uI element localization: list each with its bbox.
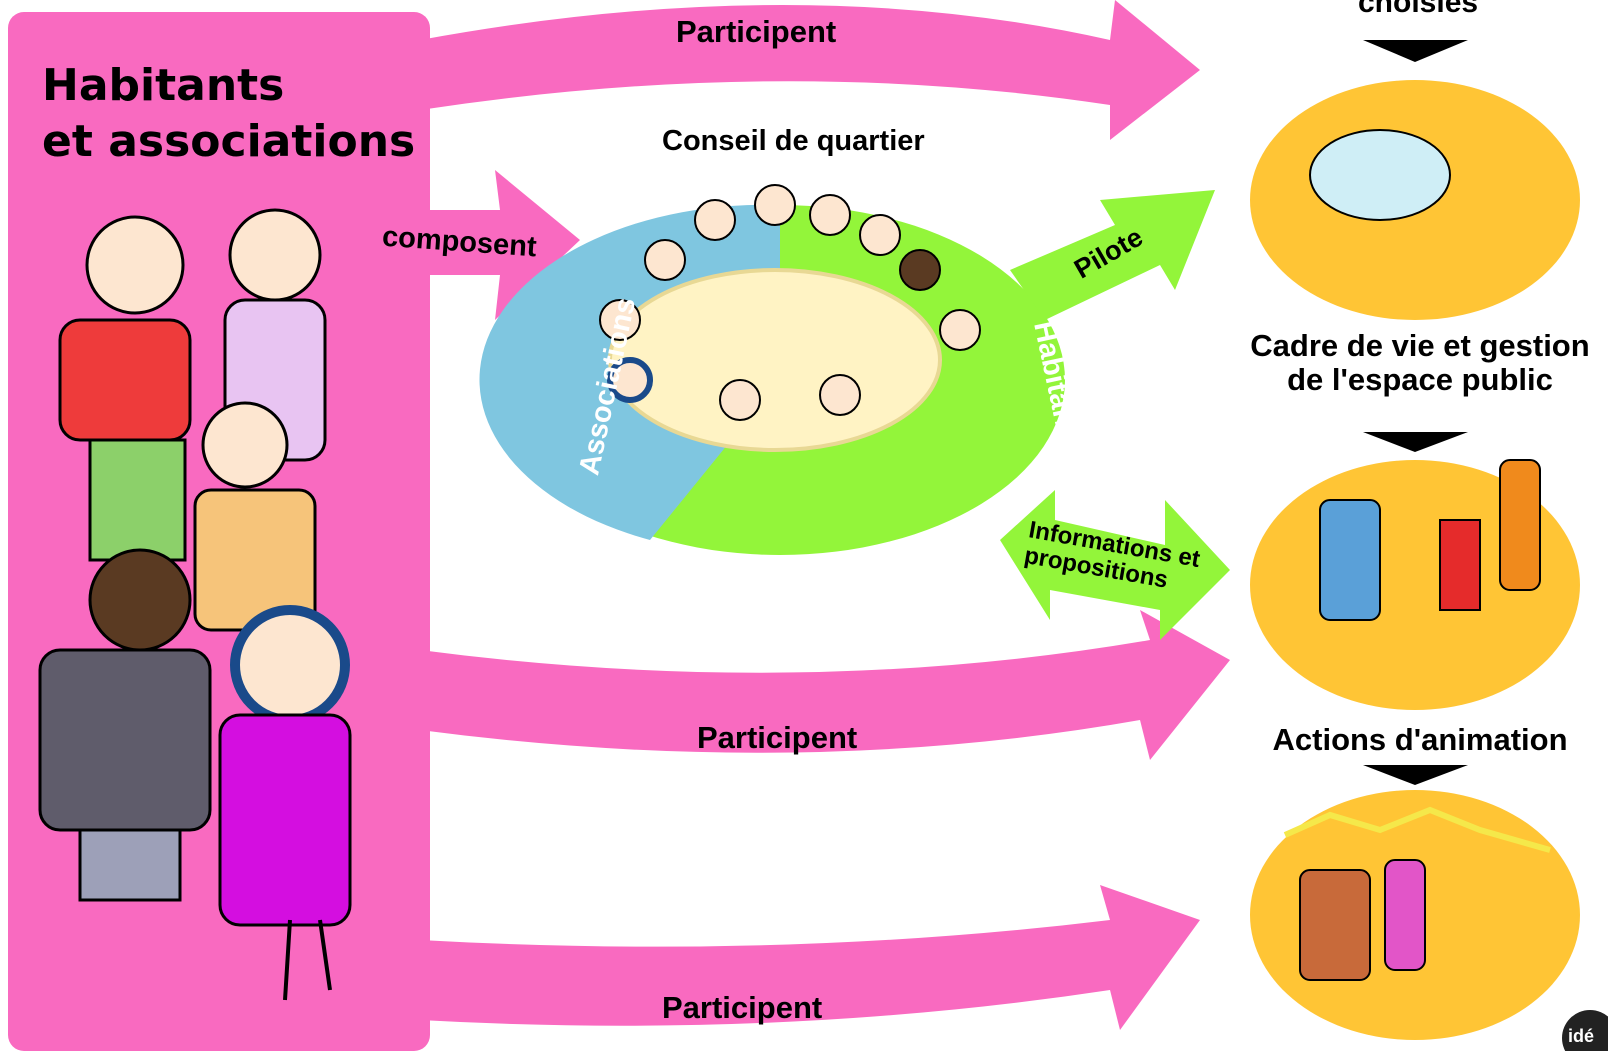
arrow-middle-label: Participent [697, 720, 858, 755]
right-bottom-caption: Actions d'animation [1272, 722, 1568, 757]
people-illustration-left [38, 208, 352, 1001]
arrow-bottom-label: Participent [662, 990, 823, 1025]
logo-mark [1562, 1010, 1608, 1051]
right-middle-caption-line2: de l'espace public [1287, 362, 1553, 397]
arrow-pilote [1010, 190, 1215, 320]
council-table [608, 268, 942, 452]
arrow-composent [420, 170, 580, 320]
left-panel-title: Habitants et associations [42, 58, 422, 170]
arrow-top-participent [420, 0, 1200, 140]
arrow-top-label: Participent [676, 14, 837, 49]
council-people-illustration [599, 184, 981, 421]
pointer-bottom [1363, 765, 1468, 785]
logo-text: idé [1568, 1026, 1595, 1046]
arrow-bottom-participent [420, 885, 1200, 1030]
left-panel-title-line2: et associations [42, 116, 416, 167]
pointer-middle [1363, 432, 1468, 452]
arrow-informations [1000, 490, 1230, 640]
right-top-caption: choisies [1358, 0, 1479, 19]
pointer-top [1363, 40, 1468, 62]
arrow-middle-participent [420, 610, 1230, 760]
left-panel-title-line1: Habitants [42, 60, 285, 111]
council-title: Conseil de quartier [662, 125, 925, 157]
right-scene-illustrations [1283, 129, 1551, 981]
right-middle-caption-line1: Cadre de vie et gestion [1250, 328, 1590, 363]
